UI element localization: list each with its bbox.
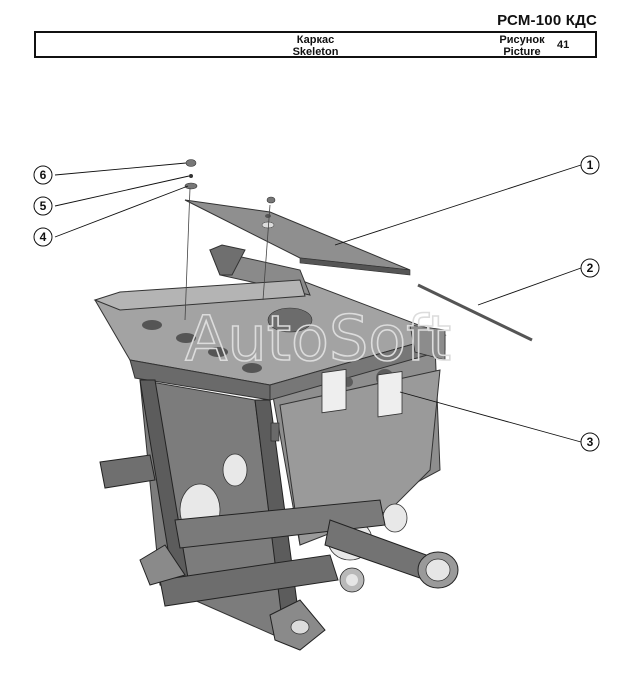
- svg-text:3: 3: [587, 435, 594, 449]
- figure-label-english: Picture: [503, 46, 541, 58]
- figure-label-russian: Рисунок: [499, 34, 545, 46]
- callout-6: 6: [33, 165, 53, 185]
- frame-part: [93, 244, 459, 651]
- callout-2: 2: [580, 258, 600, 278]
- title-russian: Каркас: [296, 34, 335, 46]
- svg-text:5: 5: [40, 199, 47, 213]
- callout-1: 1: [580, 155, 600, 175]
- svg-text:4: 4: [40, 230, 47, 244]
- callout-3: 3: [580, 432, 600, 452]
- callout-5: 5: [33, 196, 53, 216]
- document-code: РСМ-100 КДС: [497, 12, 597, 29]
- svg-text:6: 6: [40, 168, 47, 182]
- svg-text:2: 2: [587, 261, 594, 275]
- title-english: Skeleton: [292, 46, 339, 58]
- figure-number: 41: [557, 39, 570, 51]
- rod-part: [417, 283, 533, 342]
- small-parts: [184, 159, 276, 321]
- leader-lines: [54, 162, 582, 443]
- cover-plate-part: [184, 199, 411, 276]
- svg-text:1: 1: [587, 158, 594, 172]
- title-block: Каркас Skeleton Рисунок Picture 41: [34, 31, 597, 58]
- watermark: AutoSoft: [185, 302, 451, 375]
- callout-4: 4: [33, 227, 53, 247]
